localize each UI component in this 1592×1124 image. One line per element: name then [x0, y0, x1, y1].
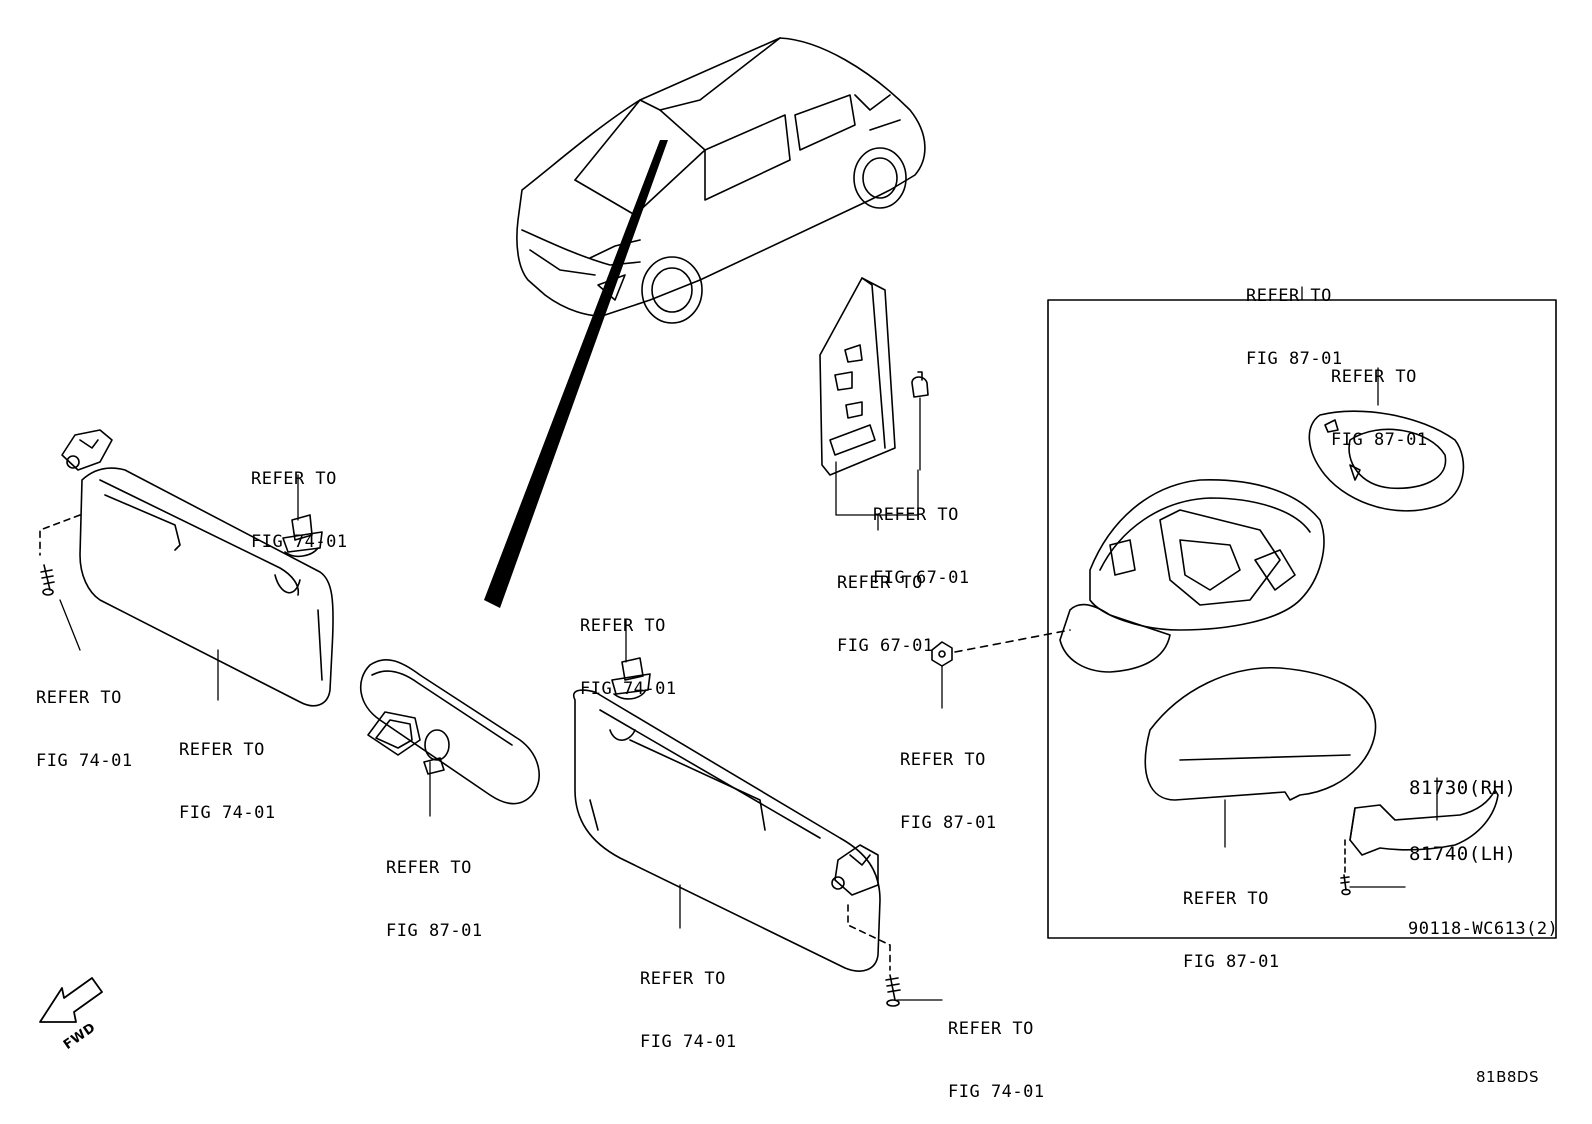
outer-mirror-body	[1060, 480, 1324, 672]
callout-line: FIG 87-01	[1183, 952, 1280, 972]
dashed-leader	[955, 630, 1070, 652]
callout-line: REFER TO	[1246, 286, 1332, 306]
callout-visor-left-clip: REFER TO FIG 74-01	[251, 427, 348, 574]
callout-inner-mirror: REFER TO FIG 87-01	[386, 816, 483, 963]
callout-visor-right-screw: REFER TO FIG 74-01	[948, 977, 1045, 1124]
callout-line: FIG 67-01	[873, 568, 970, 588]
dashed-leader	[40, 515, 80, 555]
callout-line: REFER TO	[386, 858, 472, 878]
callout-line: REFER TO	[640, 969, 726, 989]
mirror-nut	[932, 642, 952, 666]
mirror-cover	[1145, 668, 1375, 800]
callout-line: REFER TO	[580, 616, 666, 636]
callout-line: REFER TO	[900, 750, 986, 770]
callout-line: REFER TO	[179, 740, 265, 760]
callout-line: FIG 87-01	[900, 813, 997, 833]
callout-line: FIG 74-01	[251, 532, 348, 552]
sun-visor-left	[80, 468, 333, 706]
visor-screw-right	[886, 975, 900, 1006]
visor-clip-left	[283, 515, 322, 556]
callout-line: REFER TO	[837, 573, 923, 593]
diagram-code: 81B8DS	[1476, 1068, 1539, 1086]
callout-visor-right-body: REFER TO FIG 74-01	[640, 927, 737, 1074]
fwd-arrow-icon	[40, 978, 102, 1022]
part-number-screw: 90118-WC613(2)	[1408, 877, 1558, 961]
part-number-rh: 81730(RH)	[1409, 777, 1517, 799]
pointer-wedge	[484, 140, 668, 608]
callout-line: FIG 74-01	[36, 751, 133, 771]
visor-hinge-right	[832, 845, 878, 895]
callout-mirror-cover: REFER TO FIG 87-01	[1183, 847, 1280, 994]
pillar-garnish	[820, 278, 895, 475]
diagram-drawing	[0, 0, 1592, 1099]
callout-line: REFER TO	[36, 688, 122, 708]
part-number-screw-text: 90118-WC613(2)	[1408, 919, 1559, 939]
pillar-clip	[912, 372, 928, 397]
callout-pillar-garnish: REFER TO FIG 67-01	[837, 531, 934, 678]
callout-line: FIG 74-01	[640, 1032, 737, 1052]
callout-line: REFER TO	[948, 1019, 1034, 1039]
visor-screw-left	[41, 565, 54, 595]
callout-line: FIG 87-01	[1246, 349, 1343, 369]
callout-line: FIG 87-01	[386, 921, 483, 941]
inner-rear-view-mirror	[361, 660, 539, 804]
leader-lines	[60, 287, 1437, 1000]
callout-outer-mirror-assy: REFER TO FIG 87-01	[1246, 244, 1343, 391]
callout-mirror-nut: REFER TO FIG 87-01	[900, 708, 997, 855]
callout-line: REFER TO	[873, 505, 959, 525]
vehicle-illustration	[517, 38, 925, 323]
callout-line: FIG 74-01	[948, 1082, 1045, 1102]
callout-line: FIG 87-01	[1331, 430, 1428, 450]
visor-clip-right	[612, 658, 650, 699]
callout-line: FIG 67-01	[837, 636, 934, 656]
callout-line: REFER TO	[1331, 367, 1417, 387]
callout-mirror-glass: REFER TO FIG 87-01	[1331, 325, 1428, 472]
callout-pillar-clip: REFER TO FIG 67-01	[873, 463, 970, 610]
sun-visor-right	[574, 690, 880, 971]
visor-hinge-left	[62, 430, 112, 470]
callout-line: REFER TO	[251, 469, 337, 489]
callout-visor-left-screw: REFER TO FIG 74-01	[36, 646, 133, 793]
callout-line: FIG 74-01	[179, 803, 276, 823]
dashed-leader	[848, 905, 890, 970]
turn-lamp-screw	[1341, 875, 1350, 895]
callout-line: REFER TO	[1183, 889, 1269, 909]
part-number-turn-lamp: 81730(RH) 81740(LH)	[1409, 733, 1516, 887]
side-turn-lamp	[1350, 790, 1498, 855]
callout-visor-left-body: REFER TO FIG 74-01	[179, 698, 276, 845]
callout-line: FIG 74-01	[580, 679, 677, 699]
callout-visor-right-clip: REFER TO FIG 74-01	[580, 574, 677, 721]
mirror-glass	[1309, 411, 1463, 511]
part-number-lh: 81740(LH)	[1409, 843, 1517, 865]
